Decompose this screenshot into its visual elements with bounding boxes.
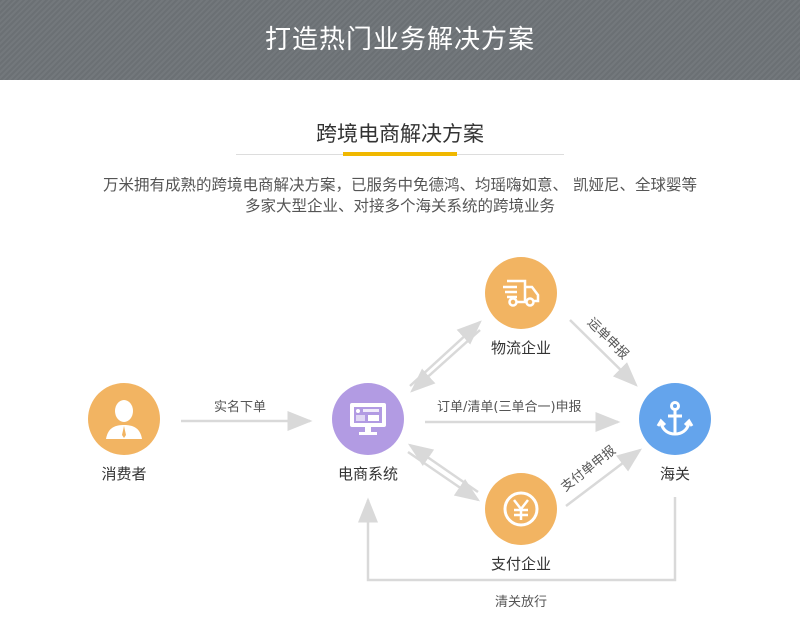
arrow-logistics-ecommerce bbox=[410, 329, 481, 393]
customs-node bbox=[639, 383, 711, 455]
logistics-label: 物流企业 bbox=[490, 339, 551, 357]
consumer-node bbox=[88, 383, 160, 455]
arrow-logistics-customs bbox=[569, 319, 638, 387]
consumer-label: 消费者 bbox=[101, 465, 147, 483]
anchor-icon bbox=[656, 401, 694, 436]
section-title: 跨境电商解决方案 bbox=[316, 122, 484, 146]
section-description: 万米拥有成熟的跨境电商解决方案，已服务中免德鸿、均瑶嗨如意、 凯娅尼、全球婴等多… bbox=[40, 175, 760, 217]
ecommerce-node bbox=[332, 383, 404, 455]
edge-label-order-declare: 订单/清单(三单合一)申报 bbox=[437, 400, 582, 415]
arrow-payment-ecommerce bbox=[407, 443, 479, 494]
ecommerce-label: 电商系统 bbox=[337, 465, 398, 483]
user-icon bbox=[106, 400, 142, 439]
payment-label: 支付企业 bbox=[490, 555, 551, 573]
customs-label: 海关 bbox=[659, 465, 690, 483]
divider-accent bbox=[343, 152, 457, 156]
banner: 打造热门业务解决方案 bbox=[0, 0, 800, 80]
banner-title: 打造热门业务解决方案 bbox=[264, 25, 535, 55]
arrow-payment-customs bbox=[565, 448, 642, 507]
edge-label-real-name-order: 实名下单 bbox=[214, 400, 267, 415]
description-line: 多家大型企业、对接多个海关系统的跨境业务 bbox=[244, 197, 555, 215]
monitor-icon bbox=[350, 403, 386, 435]
payment-node bbox=[485, 473, 557, 545]
edge-label-clearance: 清关放行 bbox=[495, 595, 548, 610]
description-line: 万米拥有成熟的跨境电商解决方案，已服务中免德鸿、均瑶嗨如意、 凯娅尼、全球婴等 bbox=[103, 176, 697, 194]
arrow-clearance bbox=[358, 497, 677, 582]
truck-icon bbox=[503, 279, 540, 307]
yuan-icon bbox=[503, 491, 539, 527]
logistics-node bbox=[485, 257, 557, 329]
